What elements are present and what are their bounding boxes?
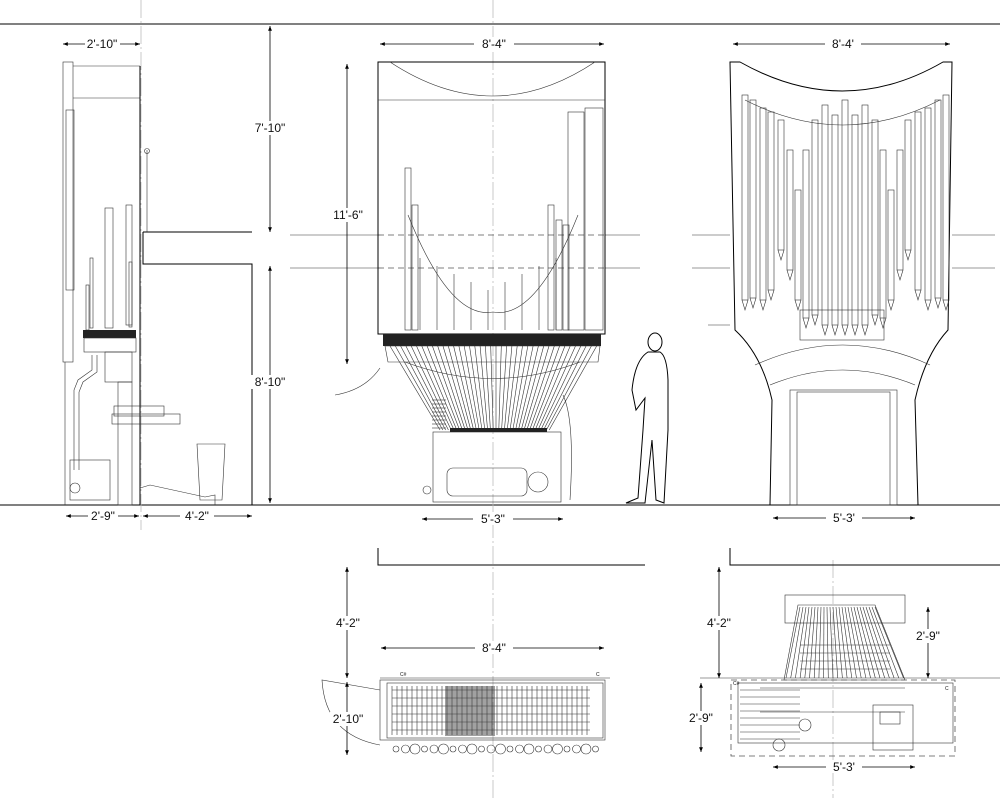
- plan-left-note-c: C: [596, 672, 600, 678]
- plan-left-note-csharp: C#: [400, 672, 407, 678]
- upper-height-dim: 7'-10": [255, 121, 286, 135]
- front-section-width-dim: 8'-4": [482, 37, 506, 51]
- plan-right: C# C: [700, 548, 1000, 757]
- side-case-depth-dim: 2'-10": [87, 37, 118, 51]
- plan-right-depth-dim: 2'-9": [689, 711, 713, 725]
- plan-right-width-dim: 5'-3': [833, 760, 855, 774]
- lower-height-dim: 8'-10": [255, 375, 286, 389]
- front-section-dimensions: 8'-4" 11'-6" 5'-3": [330, 37, 604, 526]
- front-elevation: [708, 61, 953, 506]
- base-depth-dim: 2'-9": [91, 509, 115, 523]
- side-dimensions: 2'-10" 7'-10" 8'-10" 2'-9" 4'-2": [63, 26, 292, 523]
- plan-left-offset-dim: 4'-2": [336, 616, 360, 630]
- front-elevation-width-dim: 8'-4': [832, 37, 854, 51]
- case-height-dim: 11'-6": [333, 208, 363, 222]
- plan-left-width-dim: 8'-4": [482, 641, 506, 655]
- plan-right-pipe-depth-dim: 2'-9": [916, 629, 940, 643]
- front-section: [334, 61, 606, 503]
- plan-right-dimensions: 4'-2" 2'-9" 2'-9" 5'-3': [684, 567, 946, 774]
- bench-clearance-dim: 4'-2": [185, 509, 209, 523]
- front-elevation-console-dim: 5'-3': [833, 511, 855, 525]
- plan-right-offset-dim: 4'-2": [707, 616, 731, 630]
- front-elevation-dimensions: 8'-4' 5'-3': [733, 37, 950, 525]
- plan-left-dimensions: 4'-2" 8'-4" 2'-10": [330, 567, 604, 755]
- plan-right-note-c: C: [945, 686, 949, 692]
- plan-right-note-csharp: C#: [733, 681, 740, 687]
- side-elevation: [62, 61, 253, 506]
- plan-left: C# C: [321, 548, 645, 755]
- plan-left-depth-dim: 2'-10": [333, 712, 364, 726]
- front-console-width-dim: 5'-3": [481, 512, 505, 526]
- human-figure: [625, 332, 669, 504]
